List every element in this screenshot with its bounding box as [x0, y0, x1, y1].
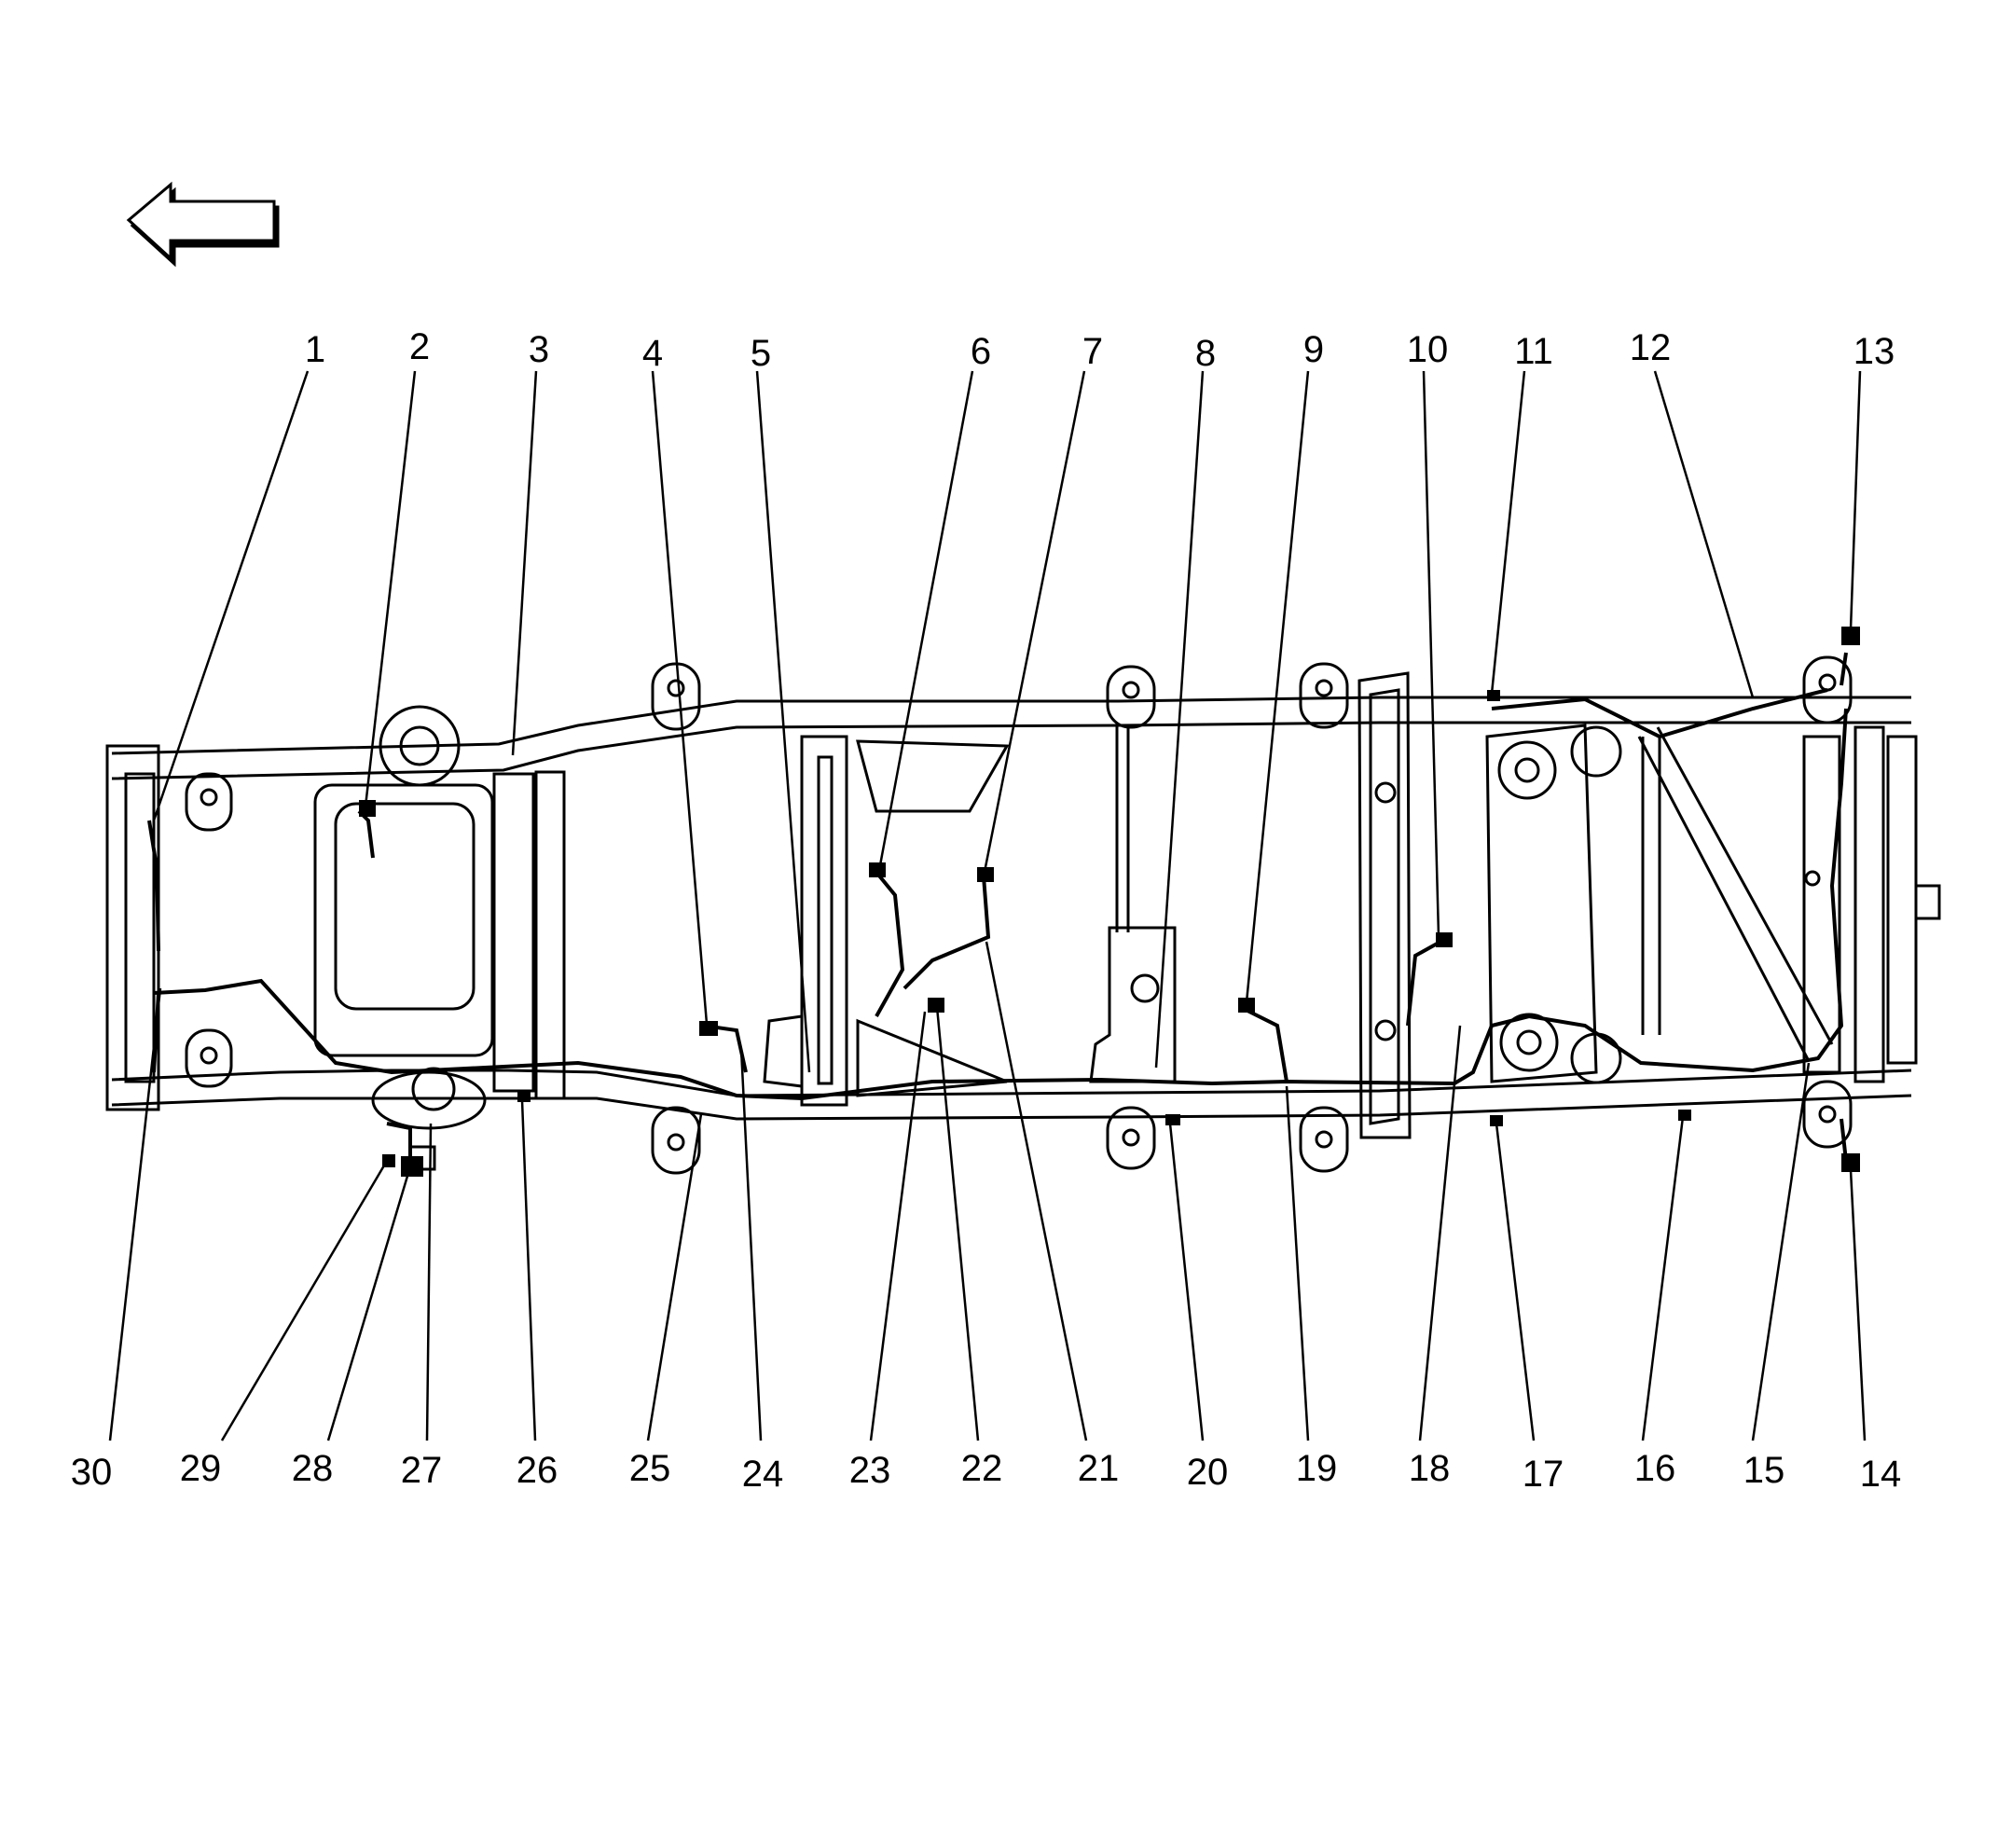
- connector-13: [1841, 627, 1860, 645]
- callout-9: 9: [1303, 329, 1324, 370]
- callout-24: 24: [742, 1454, 784, 1495]
- connector-29: [382, 1154, 395, 1167]
- callout-14: 14: [1860, 1454, 1902, 1495]
- leader-lines: [152, 370, 1862, 1073]
- connector-7: [977, 867, 994, 882]
- callout-16: 16: [1634, 1448, 1676, 1489]
- callout-25: 25: [629, 1448, 671, 1489]
- callout-7: 7: [1082, 331, 1103, 372]
- callout-22: 22: [961, 1448, 1003, 1489]
- callout-29: 29: [180, 1448, 222, 1489]
- callouts-bottom: 30 29 28 27 26 25 24 23 22 21 20 19 18 1…: [71, 1448, 1902, 1495]
- connector-23: [928, 998, 944, 1013]
- callout-17: 17: [1523, 1454, 1564, 1495]
- callouts-top: 1 2 3 4 5 6 7 8 9 10 11 12 13: [305, 326, 1895, 374]
- callout-19: 19: [1296, 1448, 1338, 1489]
- connector-2: [359, 800, 376, 817]
- connector-10: [1436, 932, 1453, 947]
- callout-15: 15: [1743, 1450, 1785, 1491]
- callout-10: 10: [1407, 329, 1449, 370]
- callout-30: 30: [71, 1452, 113, 1493]
- callout-4: 4: [642, 333, 663, 374]
- connector-16: [1678, 1110, 1691, 1121]
- callout-20: 20: [1187, 1452, 1229, 1493]
- connector-17: [1490, 1115, 1503, 1126]
- callout-27: 27: [401, 1450, 443, 1491]
- leader-lines-bottom: [108, 941, 1867, 1441]
- connector-28: [401, 1156, 423, 1177]
- connector-11: [1487, 690, 1500, 701]
- connector-6: [869, 862, 886, 877]
- callout-6: 6: [971, 331, 991, 372]
- callout-3: 3: [529, 329, 549, 370]
- connector-9: [1238, 998, 1255, 1013]
- callout-2: 2: [409, 326, 430, 367]
- connector-14: [1841, 1153, 1860, 1172]
- callout-12: 12: [1630, 327, 1672, 368]
- callout-28: 28: [292, 1448, 334, 1489]
- callout-18: 18: [1409, 1448, 1451, 1489]
- callout-21: 21: [1078, 1448, 1120, 1489]
- connector-26: [517, 1091, 531, 1102]
- callout-13: 13: [1853, 331, 1895, 372]
- callout-1: 1: [305, 329, 325, 370]
- connector-20: [1165, 1114, 1180, 1125]
- callout-23: 23: [849, 1450, 891, 1491]
- callout-8: 8: [1195, 333, 1216, 374]
- callout-26: 26: [517, 1450, 558, 1491]
- connectors: [359, 627, 1860, 1177]
- callout-11: 11: [1514, 331, 1553, 372]
- callout-5: 5: [751, 333, 771, 374]
- connector-4: [699, 1021, 718, 1036]
- direction-arrow-icon: [126, 181, 280, 268]
